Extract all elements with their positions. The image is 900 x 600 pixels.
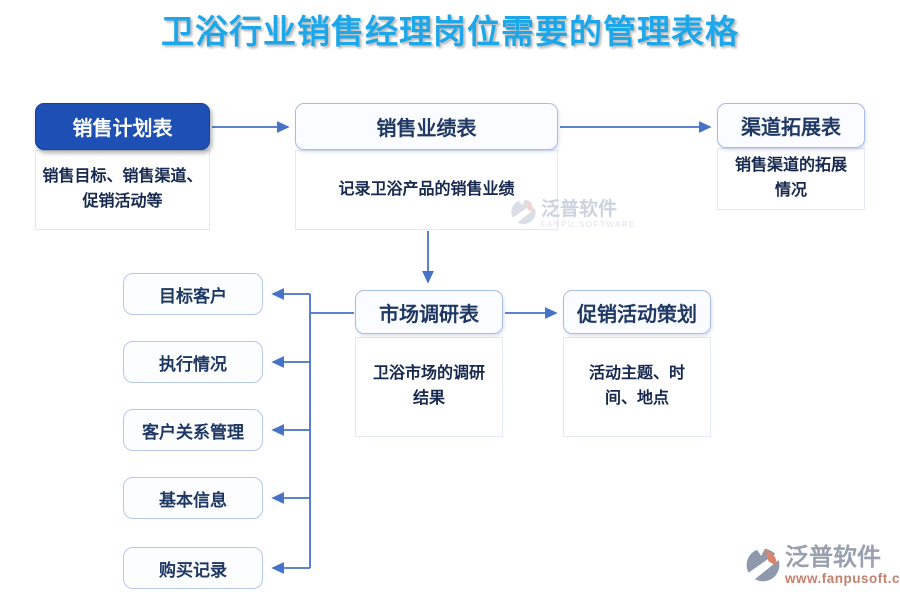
node-market-research: 市场调研表 — [355, 290, 503, 334]
node-channel-expansion: 渠道拓展表 — [717, 103, 865, 148]
watermark-footer-url: www.fanpusoft.com — [785, 571, 900, 587]
watermark-center-tagline: FANPU SOFTWARE — [541, 219, 636, 229]
fanpu-logo-icon — [510, 197, 537, 232]
node-execution-status: 执行情况 — [123, 341, 263, 383]
watermark-center-brand: 泛普软件 — [541, 199, 618, 221]
node-channel-expansion-desc: 销售渠道的拓展情况 — [717, 148, 865, 210]
watermark-center: 泛普软件 FANPU SOFTWARE — [510, 197, 636, 232]
node-sales-performance: 销售业绩表 — [295, 103, 558, 150]
node-promotion-planning: 促销活动策划 — [563, 290, 711, 334]
watermark-footer: 泛普软件 www.fanpusoft.com — [744, 544, 900, 590]
node-sales-plan-desc: 销售目标、销售渠道、促销活动等 — [35, 150, 210, 230]
page-title: 卫浴行业销售经理岗位需要的管理表格 — [161, 13, 739, 50]
node-customer-relationship: 客户关系管理 — [123, 409, 263, 451]
node-market-research-desc: 卫浴市场的调研结果 — [355, 337, 503, 437]
node-target-customers: 目标客户 — [123, 273, 263, 315]
node-sales-plan: 销售计划表 — [35, 103, 210, 150]
fanpu-logo-icon — [744, 545, 782, 590]
node-purchase-records: 购买记录 — [123, 547, 263, 589]
node-promotion-planning-desc: 活动主题、时间、地点 — [563, 337, 711, 437]
watermark-footer-brand: 泛普软件 — [785, 544, 881, 571]
node-basic-info: 基本信息 — [123, 477, 263, 519]
